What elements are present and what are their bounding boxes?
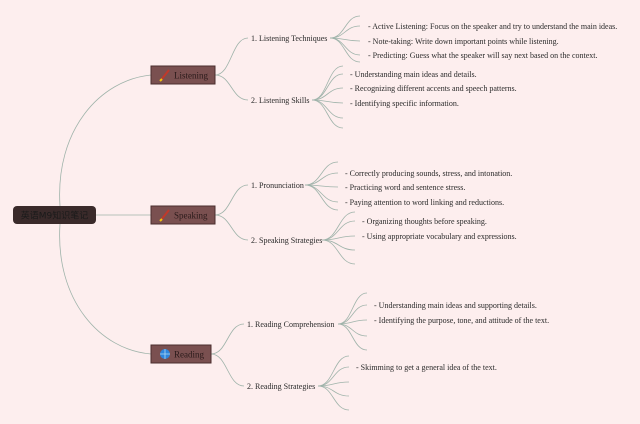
- pencil-icon: [159, 209, 170, 222]
- connector-line: [59, 223, 152, 355]
- connector-line: [337, 292, 368, 325]
- connector-line: [321, 239, 356, 251]
- connector-line: [214, 214, 249, 241]
- sub-label: 1. Reading Comprehension: [247, 320, 334, 329]
- connector-line: [210, 323, 245, 355]
- connector-line: [304, 184, 339, 203]
- connector-line: [214, 74, 249, 101]
- leaf-text: - Predicting: Guess what the speaker wil…: [368, 51, 598, 60]
- connector-line: [311, 73, 344, 101]
- leaf-text: - Recognizing different accents and spee…: [350, 84, 517, 93]
- connector-line: [210, 353, 245, 387]
- sub-label: 1. Listening Techniques: [251, 34, 327, 43]
- connector-line: [317, 355, 350, 387]
- leaf-text: - Understanding main ideas and supportin…: [374, 301, 537, 310]
- branch-node-reading[interactable]: Reading: [150, 344, 212, 364]
- globe-icon: [160, 349, 170, 359]
- leaf-text: - Note-taking: Write down important poin…: [368, 37, 559, 46]
- sub-label: 2. Reading Strategies: [247, 382, 315, 391]
- branch-label: Listening: [174, 71, 208, 81]
- connector-line: [317, 385, 350, 411]
- leaf-text: - Correctly producing sounds, stress, an…: [345, 169, 512, 178]
- connector-line: [321, 220, 356, 241]
- branch-label: Reading: [174, 350, 204, 360]
- connector-line: [329, 25, 361, 39]
- connector-line: [337, 323, 368, 351]
- leaf-text: - Practicing word and sentence stress.: [345, 183, 465, 192]
- root-label: 英语M9知识笔记: [21, 210, 89, 222]
- connector-line: [317, 385, 350, 397]
- leaf-text: - Organizing thoughts before speaking.: [362, 217, 487, 226]
- leaf-text: - Identifying the purpose, tone, and att…: [374, 316, 549, 325]
- connector-line: [329, 15, 361, 39]
- leaf-text: - Using appropriate vocabulary and expre…: [362, 232, 517, 241]
- branch-label: Speaking: [174, 211, 208, 221]
- connector-line: [329, 37, 361, 63]
- leaf-text: - Skimming to get a general idea of the …: [356, 363, 497, 372]
- connector-line: [304, 161, 339, 186]
- leaf-text: - Understanding main ideas and details.: [350, 70, 477, 79]
- leaf-text: - Identifying specific information.: [350, 99, 459, 108]
- connector-line: [214, 37, 249, 76]
- connector-line: [214, 184, 249, 216]
- connector-line: [311, 65, 344, 101]
- leaf-text: - Active Listening: Focus on the speaker…: [368, 22, 617, 31]
- connector-line: [317, 366, 350, 387]
- connector-lines: [59, 15, 368, 411]
- connector-line: [337, 323, 368, 337]
- connector-line: [311, 87, 344, 101]
- connector-line: [304, 172, 339, 186]
- sub-label: 1. Pronunciation: [251, 181, 304, 190]
- sub-label: 2. Speaking Strategies: [251, 236, 322, 245]
- connector-line: [59, 74, 152, 207]
- pencil-icon: [159, 69, 170, 82]
- branch-node-speaking[interactable]: Speaking: [150, 205, 216, 225]
- leaf-text: - Paying attention to word linking and r…: [345, 198, 504, 207]
- root-node[interactable]: 英语M9知识笔记: [13, 206, 96, 224]
- sub-label: 2. Listening Skills: [251, 96, 309, 105]
- connector-line: [311, 99, 344, 129]
- connector-line: [321, 239, 356, 265]
- branch-node-listening[interactable]: Listening: [150, 65, 216, 85]
- connector-line: [321, 211, 356, 241]
- connector-line: [304, 184, 339, 211]
- connector-line: [337, 304, 368, 325]
